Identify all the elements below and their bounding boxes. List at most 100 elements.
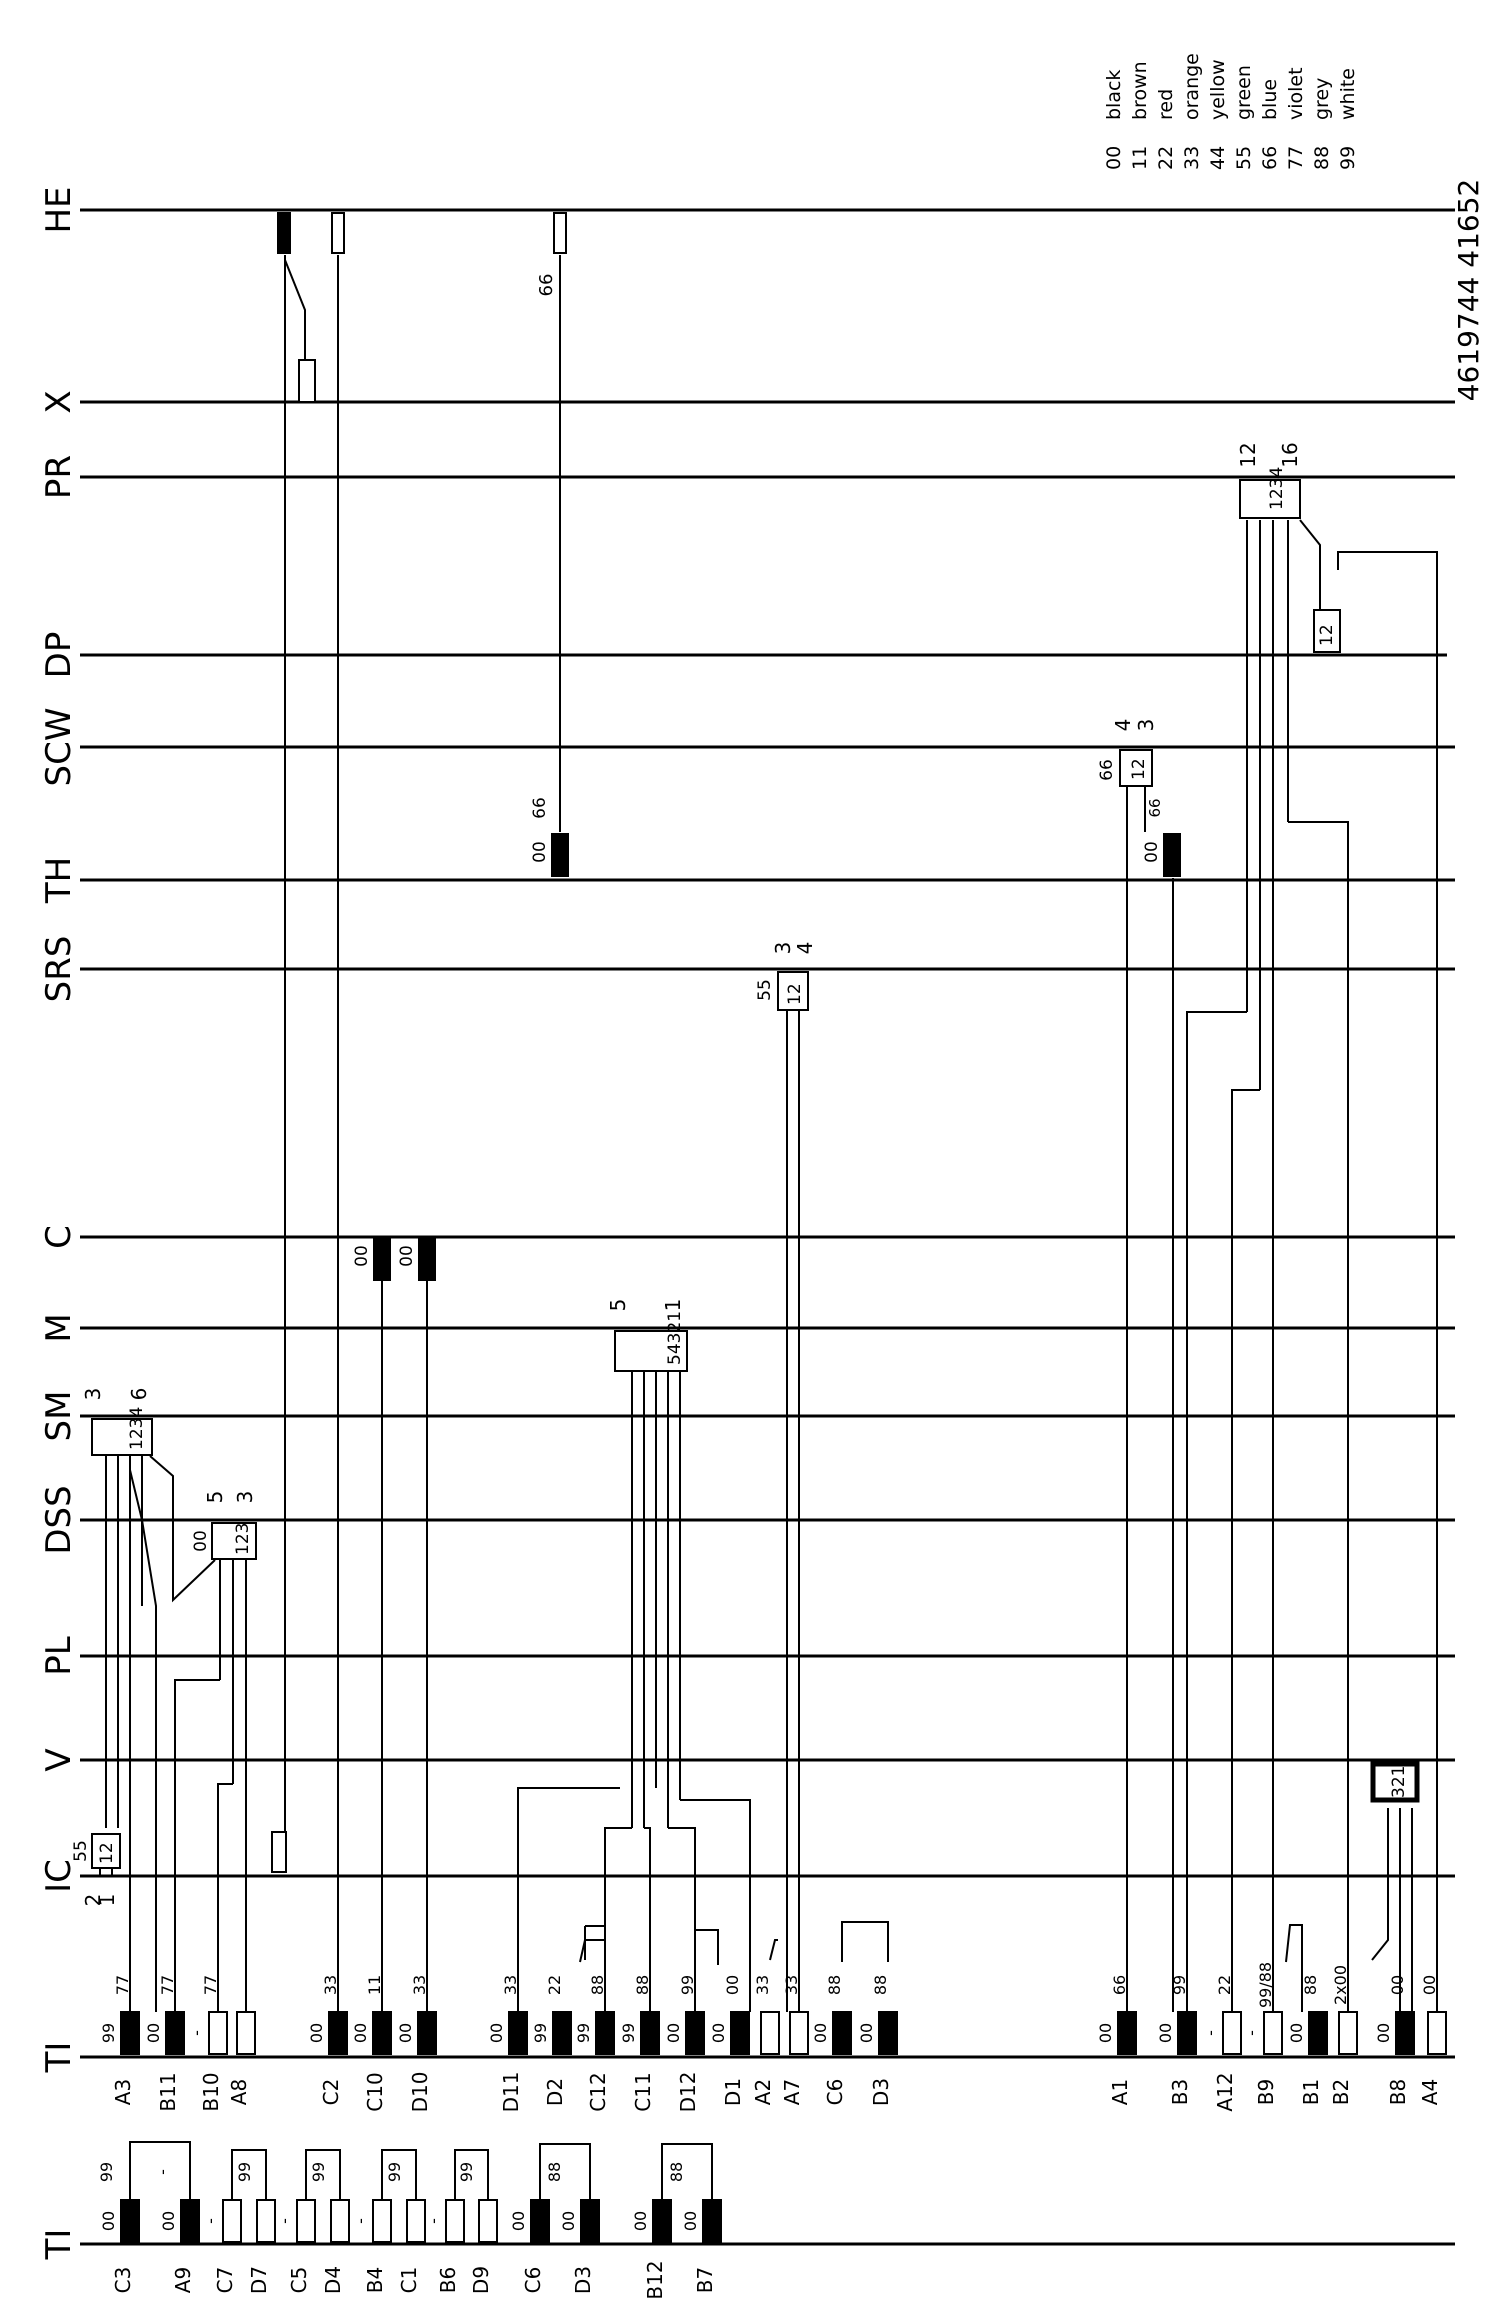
- wire-dp: [1337, 551, 1438, 2012]
- terminal-bottom-colour: 00: [99, 2211, 118, 2231]
- wire-pr-b3: [1186, 1011, 1247, 2012]
- c-colour-2: 00: [397, 1245, 417, 1267]
- wire-pr-a12: [1231, 1089, 1260, 2012]
- terminal-colour: 00: [1287, 2023, 1306, 2043]
- rail-label-x: X: [39, 390, 79, 413]
- terminal-label: A2: [751, 2079, 775, 2105]
- terminal-label: C6: [823, 2079, 847, 2106]
- c-terminal-2: [418, 1237, 436, 1281]
- pr-pin-12: 12: [1236, 442, 1260, 467]
- terminal-label: B11: [156, 2072, 180, 2111]
- wire-loop-d2: [579, 1939, 605, 1963]
- terminal-bottom-label: C1: [397, 2267, 421, 2294]
- ic-connector-pins: 12: [97, 1842, 117, 1864]
- he-wire-colour: 66: [536, 274, 557, 297]
- terminal-b2: [1338, 2011, 1358, 2055]
- terminal-c11: [640, 2011, 660, 2055]
- terminal-d3: [878, 2011, 898, 2055]
- wire-colour-label: 00: [723, 1975, 742, 1995]
- terminal-label: A12: [1213, 2072, 1237, 2111]
- terminal-bottom-colour: -: [275, 2218, 294, 2224]
- terminal-label: D11: [499, 2072, 523, 2113]
- wire-bot-c3-a9: [129, 2141, 191, 2200]
- th-right-colour-a: 00: [1142, 841, 1162, 863]
- wire-colour-label: 2x00: [1331, 1965, 1350, 2005]
- wire-colour-label: 00: [1388, 1975, 1407, 1995]
- terminal-label: D2: [543, 2078, 567, 2106]
- legend-code: 00: [1103, 146, 1125, 170]
- legend-code: 44: [1207, 146, 1229, 170]
- terminal-a4: [1427, 2011, 1447, 2055]
- wire-m-c11: [644, 1827, 651, 2012]
- terminal-colour: -: [1201, 2030, 1220, 2036]
- wire-colour-label: 88: [871, 1975, 890, 1995]
- dp-connector-pins: 12: [1317, 624, 1337, 646]
- terminal-label: C12: [586, 2072, 610, 2111]
- th-terminal-right: [1163, 833, 1181, 877]
- dss-colour: 00: [191, 1530, 211, 1552]
- drawing-number: 4619744 41652: [1452, 179, 1485, 402]
- terminal-a12: [1222, 2011, 1242, 2055]
- v-connector: [1370, 1761, 1420, 1803]
- terminal-bottom-label: D4: [321, 2266, 345, 2294]
- terminal-d1: [730, 2011, 750, 2055]
- wire-bot-b6-d9: [454, 2149, 489, 2200]
- wire-sm-4-dss: [149, 1455, 216, 1603]
- sm-connector: [91, 1418, 153, 1456]
- terminal-colour: -: [187, 2030, 206, 2036]
- wire-bot-c7-d7: [231, 2149, 267, 2200]
- terminal-a8: [236, 2011, 256, 2055]
- wire-v-b10: [217, 1783, 233, 2012]
- ic-pin-1: 1: [95, 1894, 119, 1907]
- terminal-label: B9: [1254, 2079, 1278, 2105]
- terminal-bottom-colour: -: [424, 2218, 443, 2224]
- wire-bot-c5-d4: [305, 2149, 341, 2200]
- terminal-bottom-label: D9: [469, 2266, 493, 2294]
- terminal-bottom-label: B7: [693, 2267, 717, 2293]
- terminal-label: B8: [1386, 2079, 1410, 2105]
- terminal-bottom-c5: [296, 2199, 316, 2243]
- wire-colour-label: 88: [1301, 1975, 1320, 1995]
- terminal-label: A8: [227, 2079, 251, 2105]
- terminal-bottom-c3: [120, 2199, 140, 2243]
- terminal-label: C2: [319, 2079, 343, 2106]
- he-terminal-white-2: [553, 212, 567, 254]
- scw-colour: 66: [1097, 759, 1117, 781]
- terminal-label: A7: [780, 2079, 804, 2105]
- dss-pin-5: 5: [203, 1491, 227, 1504]
- rail-label-scw: SCW: [39, 708, 79, 787]
- legend-name: red: [1155, 89, 1177, 120]
- rail-label-sm: SM: [39, 1391, 79, 1442]
- terminal-colour: 00: [709, 2023, 728, 2043]
- scw-connector-pins: 12: [1129, 758, 1149, 780]
- wire-bottom-colour-label: 99: [457, 2162, 476, 2182]
- wire-colour-label: 99: [678, 1975, 697, 1995]
- he-terminal-black: [277, 212, 291, 254]
- terminal-b3: [1177, 2011, 1197, 2055]
- rail-label-dp: DP: [39, 632, 79, 679]
- ic-connector: [91, 1833, 121, 1869]
- srs-pin-3: 3: [771, 942, 795, 955]
- wire-pr-b9: [1288, 821, 1349, 2012]
- wire-m-d2: [604, 1827, 632, 2012]
- wire-colour-label: 88: [588, 1975, 607, 1995]
- m-connector: [614, 1330, 688, 1372]
- terminal-bottom-a9: [180, 2199, 200, 2243]
- terminal-colour: 00: [664, 2023, 683, 2043]
- legend-code: 22: [1155, 146, 1177, 170]
- terminal-label: C11: [631, 2072, 655, 2111]
- terminal-b10: [208, 2011, 228, 2055]
- terminal-colour: 00: [811, 2023, 830, 2043]
- wire-colour-label: 66: [1110, 1975, 1129, 1995]
- x-terminal: [298, 359, 316, 403]
- terminal-d12: [685, 2011, 705, 2055]
- wire-bot-b12-b7: [661, 2143, 713, 2200]
- terminal-bottom-b6: [445, 2199, 465, 2243]
- wire-colour-label: 22: [545, 1975, 564, 1995]
- terminal-colour: -: [1242, 2030, 1261, 2036]
- terminal-label: C10: [363, 2072, 387, 2111]
- terminal-bottom-c7: [222, 2199, 242, 2243]
- wire-colour-label: 77: [201, 1975, 220, 1995]
